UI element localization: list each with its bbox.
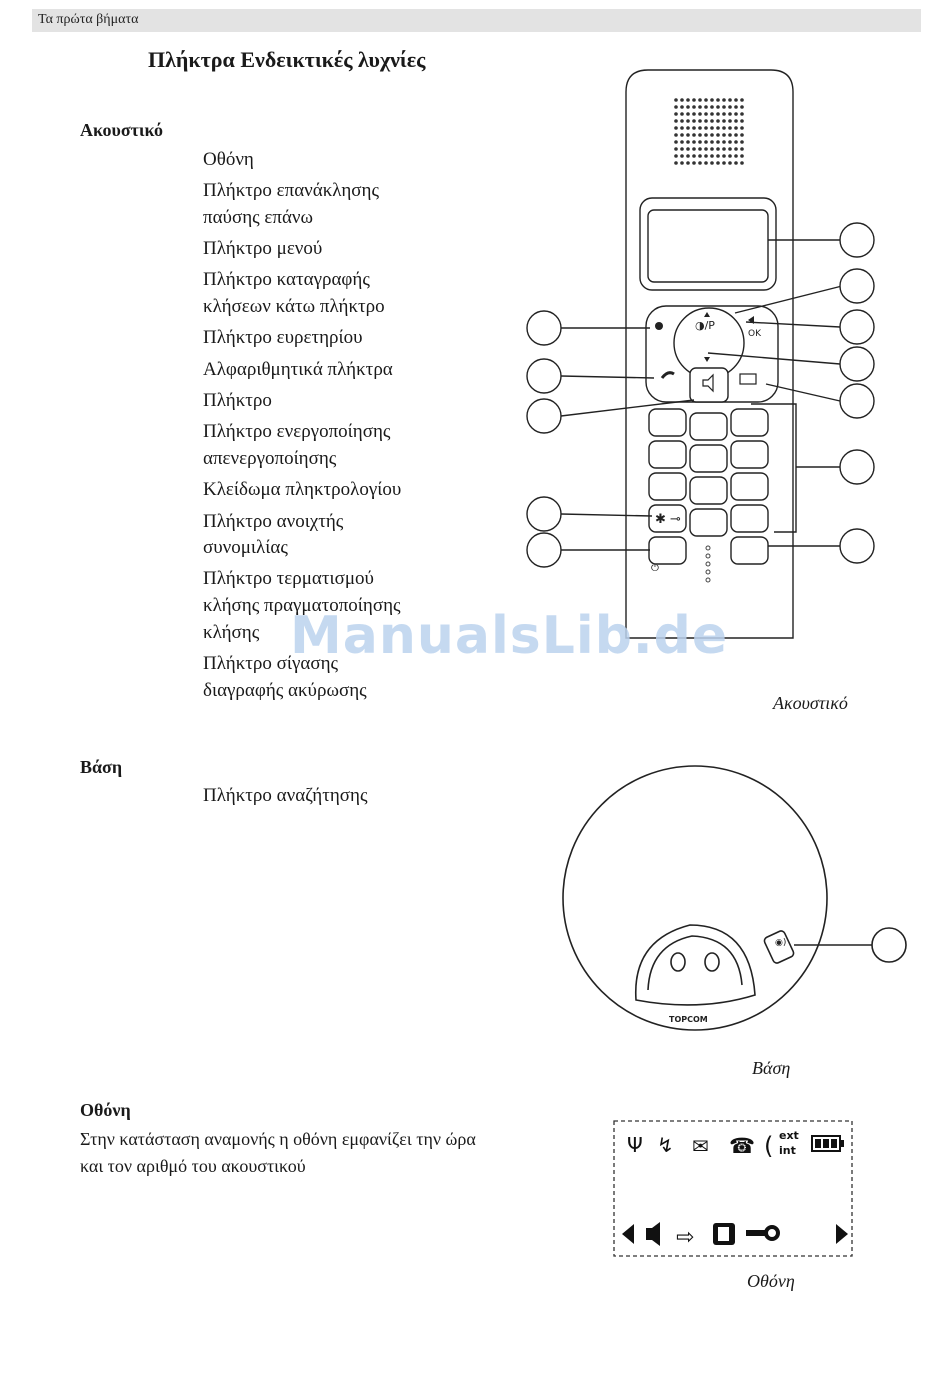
callout-circle [526,532,562,568]
list-item: Πλήκτρο ευρετηρίου [203,327,363,348]
callout-circle [839,383,875,419]
keypad [648,408,769,565]
list-item: Πλήκτρο ενεργοποίησης [203,421,391,442]
callout-circle [839,346,875,382]
speaker-icon [646,1222,660,1246]
battery-cell [831,1139,837,1148]
list-item: απενεργοποίησης [203,448,337,469]
callout-circle [839,528,875,564]
handset-caption: Ακουστικό [773,693,848,713]
ok-key-label: OK [748,329,762,339]
base-heading: Βάση [80,757,123,777]
charge-contact [670,952,686,972]
list-item: Πλήκτρο επανάκλησης [203,180,379,201]
arrow-left-icon [622,1224,634,1244]
callout-circle [526,310,562,346]
lcd-frame [613,1120,853,1257]
list-item: παύσης επάνω [203,207,314,228]
voicemail-envelope-icon: ✉ [692,1134,709,1158]
page-title: Πλήκτρα Ενδεικτικές λυχνίες [148,47,426,72]
speaker-grille [674,98,744,165]
brand-logo: TOPCOM [669,1015,708,1024]
handset-heading: Ακουστικό [80,120,163,140]
base-circle [562,765,828,1031]
keypad-bracket [751,403,797,533]
redial-key-label: ◑/P [695,319,715,332]
list-item: Πλήκτρο τερματισμού [203,568,374,589]
header-bar: Τα πρώτα βήματα [32,9,921,32]
battery-cell [823,1139,829,1148]
base-diagram [562,765,907,1031]
key-lock-icon [746,1230,768,1236]
list-item: Αλφαριθμητικά πλήκτρα [203,359,393,380]
base-caption: Βάση [752,1058,791,1078]
section-header: Τα πρώτα βήματα [38,12,139,27]
microphone-dots [705,545,711,583]
base-cradle-inner [647,935,743,991]
list-item: κλήσεων κάτω πλήκτρο [203,296,385,317]
menu-icon [655,322,663,330]
power-icon: ⏻ [651,563,659,574]
battery-cell [815,1139,821,1148]
list-item: Πλήκτρο καταγραφής [203,269,370,290]
list-item: Πλήκτρο αναζήτησης [203,785,368,806]
list-item: συνομιλίας [203,537,288,558]
key-lock-icon-ring [764,1225,780,1241]
speaker-key [689,367,729,403]
list-item: Κλείδωμα πληκτρολογίου [203,479,402,500]
callout-circle [839,268,875,304]
callout-circle [526,398,562,434]
arrow-right-icon [836,1224,848,1244]
menu-arrow-icon: ⇨ [676,1225,694,1250]
list-item: Πλήκτρο ανοιχτής [203,511,344,532]
handset-screen [647,209,769,283]
display-caption: Οθόνη [747,1271,795,1291]
paging-button [763,930,795,964]
charge-contact [704,952,720,972]
list-item: κλήσης [203,622,260,643]
list-item: Πλήκτρο σίγασης [203,653,339,674]
talk-icon [660,371,675,379]
callout-circle [871,927,907,963]
ext-int-call-icon: ( [764,1132,773,1160]
display-text-line2: και τον αριθμό του ακουστικού [80,1156,306,1176]
list-item: Πλήκτρο μενού [203,238,323,259]
handset-body [625,69,794,639]
star-lock-icon: ✱ ⊸ [655,512,681,527]
display-text-line1: Στην κατάσταση αναμονής η οθόνη εμφανίζε… [80,1129,476,1149]
list-item: διαγραφής ακύρωσης [203,680,367,701]
list-item: Πλήκτρο [203,390,272,411]
base-cradle [634,924,756,1006]
up-arrow-icon [704,312,710,317]
phonebook-icon-inner [718,1227,729,1241]
callout-circle [526,358,562,394]
int-label: int [779,1144,796,1157]
phone-icon: ☎ [729,1134,755,1158]
down-arrow-icon [704,357,710,362]
ext-label: ext [779,1129,799,1142]
missed-call-icon: ↯ [657,1133,674,1157]
list-item: Οθόνη [203,149,254,170]
callout-circle [839,222,875,258]
handset-screen-frame [639,197,777,291]
phonebook-icon [739,373,757,385]
display-heading: Οθόνη [80,1100,131,1120]
watermark: ManualsLib.de [290,606,729,666]
paging-icon: ◉) [775,938,786,948]
antenna-icon: Ψ [627,1133,643,1157]
callout-circle [839,449,875,485]
list-item: κλήσης πραγματοποίησης [203,595,401,616]
callout-circle [839,309,875,345]
speaker-icon [702,373,714,393]
callout-circle [526,496,562,532]
battery-tip [840,1140,844,1147]
